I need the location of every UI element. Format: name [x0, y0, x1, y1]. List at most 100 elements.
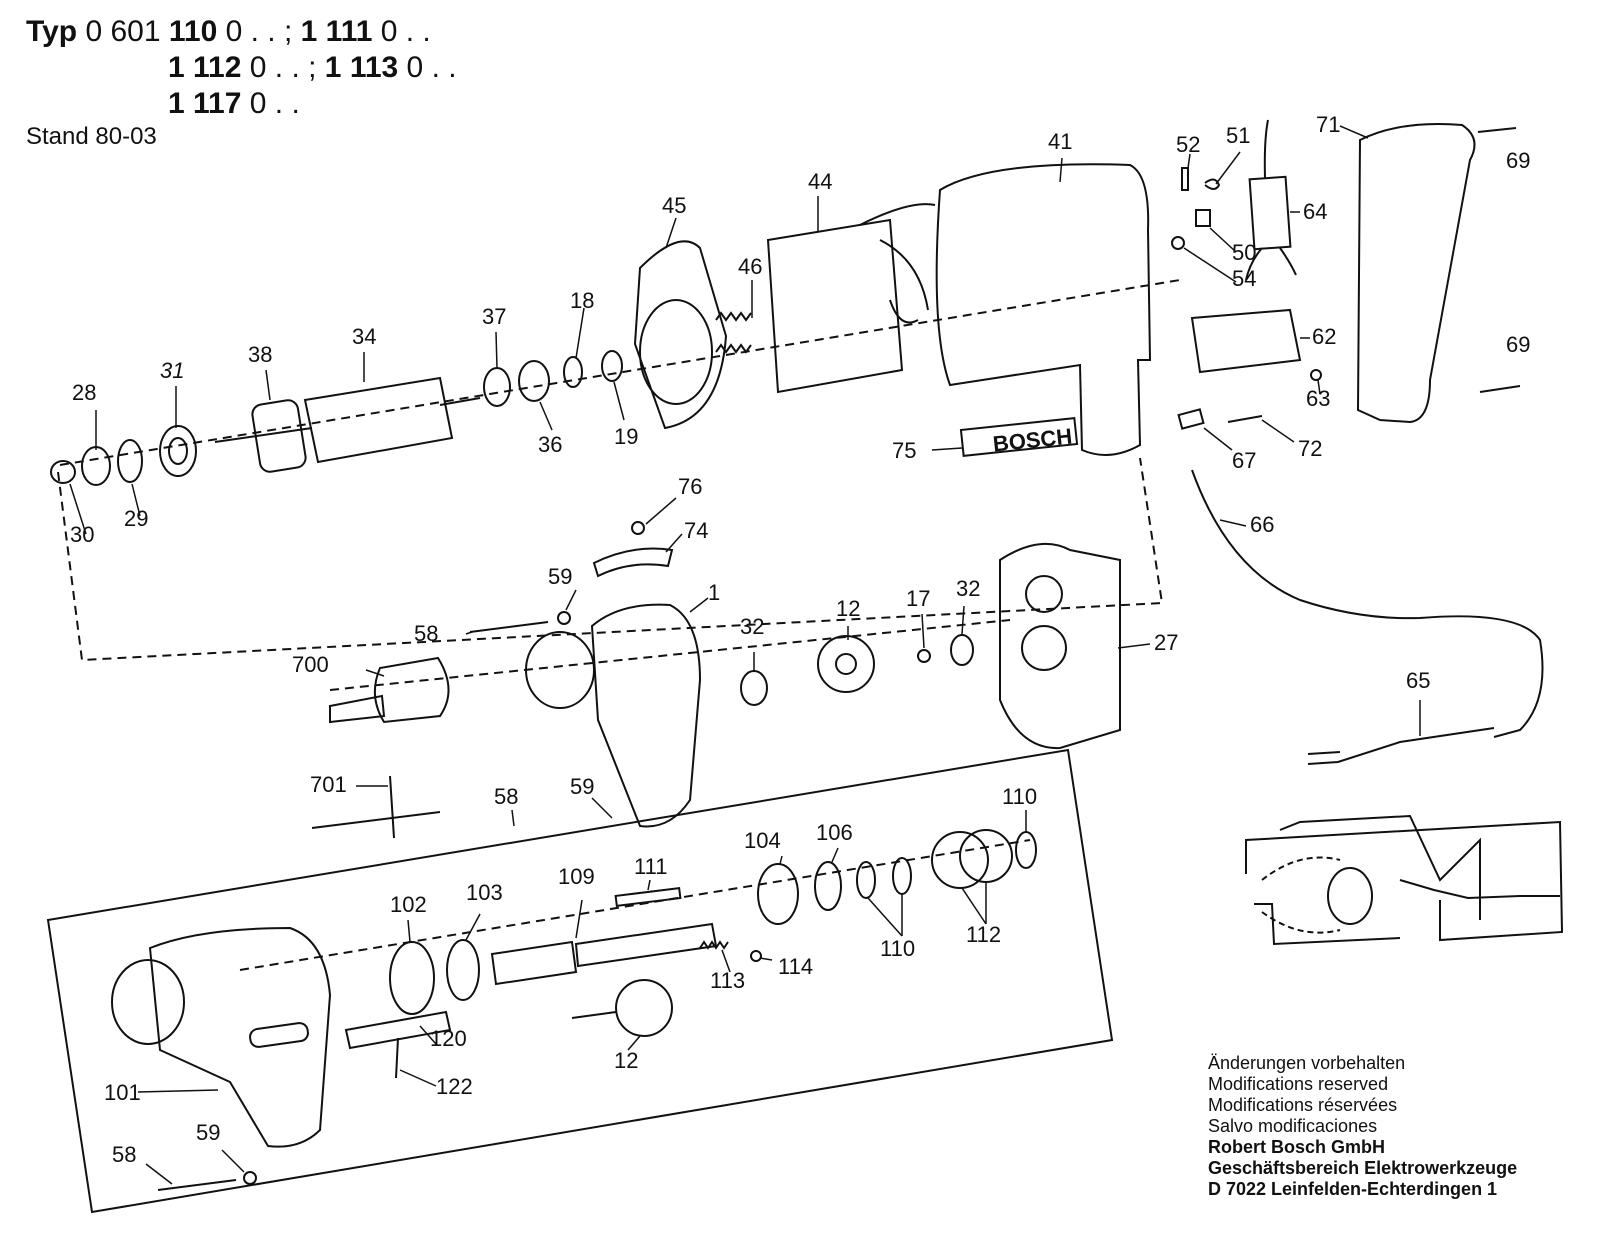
armature-shaft [214, 427, 313, 443]
axis-dashed-line [59, 279, 1181, 466]
label-114: 114 [778, 954, 813, 979]
part-58-screw [157, 1179, 237, 1191]
part-67 [1177, 408, 1205, 430]
part-59 [557, 611, 571, 625]
part-112-gear [931, 831, 989, 889]
armature-shaft [439, 397, 481, 406]
label-101: 101 [104, 1080, 141, 1105]
gear-housing-nose [525, 631, 595, 709]
part-69-screw [1477, 127, 1517, 133]
label-76: 76 [678, 474, 702, 499]
part-110 [856, 861, 876, 899]
label-71: 71 [1316, 112, 1340, 137]
type-code: 1 117 [168, 87, 242, 120]
wiring-schematic [1245, 814, 1564, 946]
label-59-middle: 59 [570, 774, 594, 799]
part-701-key [389, 775, 395, 839]
part-69-screw [1479, 385, 1521, 393]
part-114-ball [750, 950, 762, 962]
chuck-tip [329, 694, 386, 724]
part-12-gear [817, 635, 875, 693]
part-45-ring [639, 299, 713, 405]
type-code: 1 111 [300, 15, 373, 48]
axis-dashed-line [329, 619, 1011, 691]
label-27: 27 [1154, 630, 1178, 655]
label-110-top: 110 [1002, 784, 1037, 809]
part-37 [483, 367, 511, 407]
part-122-screw [395, 1037, 399, 1079]
label-75: 75 [892, 438, 916, 463]
label-1: 1 [708, 580, 720, 605]
part-63 [1310, 369, 1322, 381]
type-prefix: Typ [26, 15, 78, 48]
label-110-bottom: 110 [880, 936, 915, 961]
part-72-screw [1227, 415, 1263, 423]
label-103: 103 [466, 880, 503, 905]
part-101-gear-housing [148, 926, 332, 1148]
part-34-armature [303, 376, 454, 464]
label-102: 102 [390, 892, 427, 917]
part-120-pin [344, 1010, 452, 1050]
gear-shaft [571, 1011, 617, 1019]
part-106 [814, 861, 842, 911]
part-41-housing [935, 163, 1152, 456]
label-113: 113 [710, 968, 745, 993]
field-winding [859, 203, 936, 324]
label-38: 38 [248, 342, 272, 367]
label-112: 112 [966, 922, 1001, 947]
label-28: 28 [72, 380, 96, 405]
part-19 [601, 350, 623, 382]
part-31-bearing [168, 437, 188, 465]
type-code: 0 601 [77, 15, 169, 48]
part-52 [1181, 167, 1189, 191]
part-65-plug [1307, 727, 1495, 765]
notice-es: Salvo modificaciones [1208, 1116, 1378, 1136]
part-111 [614, 887, 682, 907]
part-701-key [311, 811, 441, 829]
label-59-bottom: 59 [196, 1120, 220, 1145]
label-67: 67 [1232, 448, 1256, 473]
part-31-bearing [159, 425, 197, 477]
footer-notice: Änderungen vorbehalten Modifications res… [1208, 1053, 1517, 1200]
type-code: 0 . . [372, 15, 431, 48]
part-number-labels: 28 31 38 34 37 18 45 46 44 41 52 51 71 6… [70, 112, 1530, 1167]
label-12-top: 12 [836, 596, 860, 621]
label-106: 106 [816, 820, 853, 845]
gearbox-inset-frame [46, 748, 1114, 1214]
label-32-left: 32 [740, 614, 764, 639]
type-line-3: 1 117 0 . . [26, 86, 457, 122]
type-code: 110 [168, 15, 218, 48]
label-44: 44 [808, 169, 832, 194]
label-30: 30 [70, 522, 94, 547]
label-50: 50 [1232, 240, 1256, 265]
type-code: 0 . . ; [241, 51, 325, 84]
label-32-right: 32 [956, 576, 980, 601]
label-120: 120 [430, 1026, 467, 1051]
part-29 [117, 439, 143, 483]
part-102 [389, 941, 435, 1015]
part-58-screw [469, 621, 549, 633]
label-109: 109 [558, 864, 595, 889]
part-110 [1015, 831, 1037, 869]
part-71-handle [1356, 123, 1476, 424]
label-104: 104 [744, 828, 781, 853]
type-code: 0 . . [241, 87, 300, 120]
capacitor-wire [1245, 119, 1297, 281]
part-45-fan-guide [633, 240, 728, 430]
label-66: 66 [1250, 512, 1274, 537]
label-74: 74 [684, 518, 708, 543]
label-701: 701 [310, 772, 347, 797]
division-name: Geschäftsbereich Elektrowerkzeuge [1208, 1158, 1518, 1178]
label-54: 54 [1232, 266, 1256, 291]
label-69-top: 69 [1506, 148, 1530, 173]
part-32 [740, 670, 768, 706]
leader-lines [69, 125, 1421, 1185]
type-line-2: 1 112 0 . . ; 1 113 0 . . [26, 50, 457, 86]
housing-nose [111, 959, 185, 1045]
type-line-1: Typ 0 601 110 0 . . ; 1 111 0 . . [26, 14, 457, 50]
housing-slot [249, 1022, 309, 1048]
label-700: 700 [292, 652, 329, 677]
notice-de: Änderungen vorbehalten [1208, 1053, 1406, 1073]
part-54 [1171, 236, 1185, 250]
